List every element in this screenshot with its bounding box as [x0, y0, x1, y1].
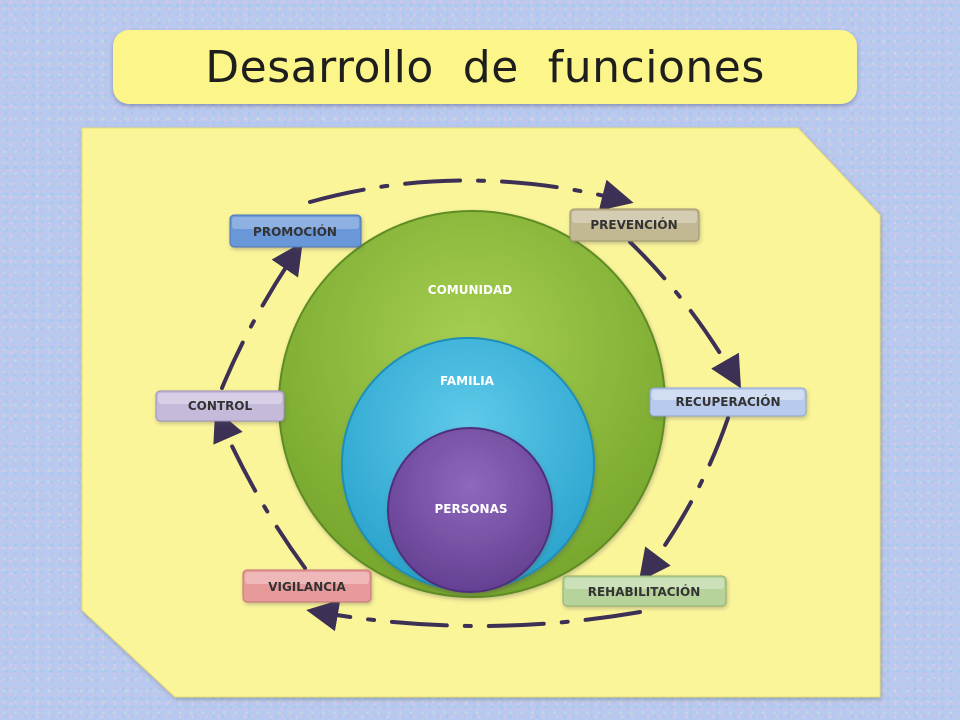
promocion-box: PROMOCIÓN: [229, 214, 362, 248]
familia-label: FAMILIA: [440, 374, 495, 388]
prevencion-label: PREVENCIÓN: [590, 217, 677, 232]
prevencion-box: PREVENCIÓN: [569, 208, 700, 242]
page-title: Desarrollo de funciones: [205, 41, 765, 93]
arrow-prevencion-recuperacion: [628, 240, 741, 389]
arrow-control-promocion: [220, 242, 303, 390]
rehabilitacion-label: REHABILITACIÓN: [588, 584, 701, 599]
recuperacion-box: RECUPERACIÓN: [649, 387, 807, 417]
vigilancia-box: VIGILANCIA: [242, 569, 372, 603]
comunidad-label: COMUNIDAD: [428, 283, 512, 297]
arrow-recuperacion-rehabilitacion: [638, 416, 730, 582]
recuperacion-label: RECUPERACIÓN: [675, 394, 780, 409]
vigilancia-label: VIGILANCIA: [268, 580, 346, 594]
promocion-label: PROMOCIÓN: [253, 224, 337, 239]
arrow-rehabilitacion-vigilancia: [306, 599, 642, 632]
rehabilitacion-box: REHABILITACIÓN: [562, 575, 727, 607]
cycle-arrows: [213, 178, 741, 632]
title-banner: Desarrollo de funciones: [113, 30, 857, 104]
control-label: CONTROL: [188, 399, 253, 413]
arrow-vigilancia-control: [213, 409, 307, 570]
control-box: CONTROL: [155, 390, 285, 422]
personas-label: PERSONAS: [434, 502, 507, 516]
personas-circle: [387, 427, 553, 593]
arrow-promocion-prevencion: [308, 178, 634, 211]
